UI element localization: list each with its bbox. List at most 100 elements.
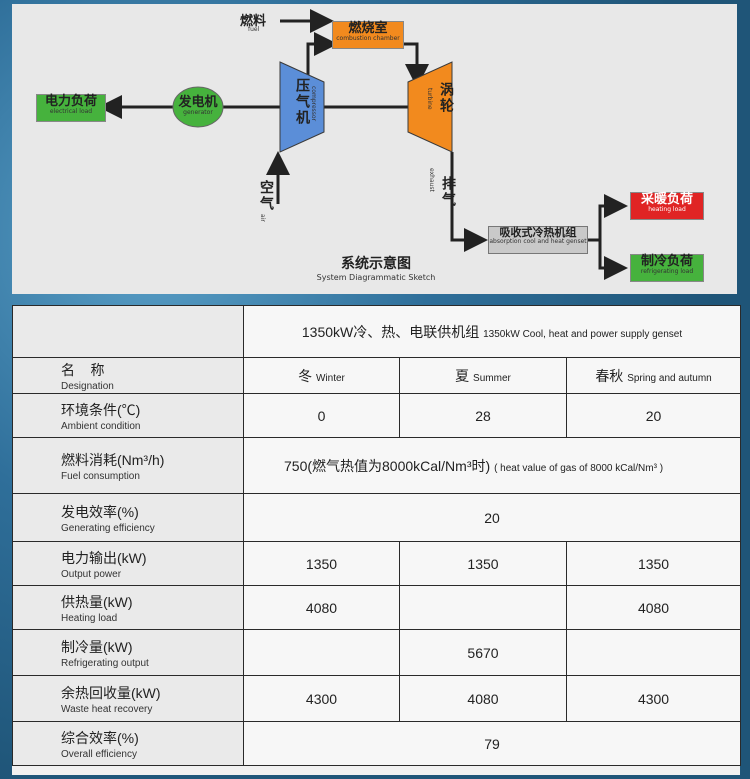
table-row: 综合效率(%) Overall efficiency 79	[12, 721, 742, 766]
table-row: 余热回收量(kW)Waste heat recovery 4300 4080 4…	[12, 675, 742, 722]
combustion-zh: 燃烧室	[348, 21, 388, 36]
turbine-en: turbine	[426, 88, 433, 110]
exhaust-en: exhaust	[428, 168, 435, 192]
cell-value: 0	[243, 393, 400, 438]
season-winter: 冬 Winter	[243, 357, 400, 394]
table-row: 供热量(kW) Heating load 4080 4080	[12, 585, 742, 630]
row-label: 余热回收量(kW) Waste heat recovery	[12, 675, 244, 722]
season-en: Summer	[473, 372, 511, 384]
heating-load-zh: 采暖负荷	[640, 192, 693, 207]
row-label-zh: 发电效率(%)	[61, 503, 139, 520]
row-label-zh: 综合效率(%)	[61, 729, 139, 746]
air-zh: 空气	[258, 180, 274, 212]
genset-header: 1350kW冷、热、电联供机组 1350kW Cool, heat and po…	[242, 305, 742, 358]
table-row: 燃料消耗(Nm³/h) Fuel consumption 750(燃气热值为800…	[12, 437, 742, 494]
fuel-en: fuel	[248, 26, 260, 33]
refrigerating-load-en: refrigerating load	[640, 268, 694, 275]
row-label-en: Waste heat recovery	[61, 703, 153, 715]
cell-value	[565, 629, 742, 676]
row-label-en: Fuel consumption	[61, 470, 140, 482]
spec-table: 1350kW冷、热、电联供机组 1350kW Cool, heat and po…	[12, 305, 742, 766]
season-zh: 春秋	[595, 367, 624, 384]
table-row: 电力输出(kW)Output power 1350 1350 1350	[12, 541, 742, 586]
row-label-zh: 余热回收量(kW)	[61, 684, 161, 701]
cell-value: 79	[242, 721, 742, 766]
row-label-zh: 制冷量(kW)	[61, 638, 133, 655]
diagram-title: 系统示意图 System Diagrammatic Sketch	[296, 257, 456, 282]
cell-value: 20	[565, 393, 742, 438]
generator-zh: 发电机	[178, 95, 218, 110]
season-zh: 冬	[298, 367, 313, 384]
chiller-box: 吸收式冷热机组 absorption cool and heat genset	[488, 226, 588, 254]
row-label: 发电效率(%) Generating efficiency	[12, 493, 244, 542]
spec-table-wrapper: 1350kW冷、热、电联供机组 1350kW Cool, heat and po…	[12, 305, 742, 775]
exhaust-zh: 排气	[440, 176, 456, 208]
row-label: 电力输出(kW)Output power	[12, 541, 244, 586]
combustion-chamber-box: 燃烧室 combustion chamber	[332, 21, 404, 49]
row-label: 制冷量(kW) Refrigerating output	[12, 629, 244, 676]
row-label-en: Output power	[61, 568, 122, 580]
genset-header-zh: 1350kW冷、热、电联供机组	[301, 323, 480, 340]
refrigerating-load-zh: 制冷负荷	[640, 254, 693, 269]
table-row: 制冷量(kW)Refrigerating output 5670	[12, 629, 742, 676]
electrical-load-zh: 电力负荷	[44, 94, 97, 109]
row-label-en: Generating efficiency	[61, 522, 155, 534]
cell-value: 28	[399, 393, 567, 438]
arrow-to-refrigerating	[598, 240, 628, 280]
designation-zh: 名 称	[61, 361, 105, 378]
compressor-shape	[279, 61, 325, 153]
line-compressor-combustion	[306, 32, 338, 82]
chiller-zh: 吸收式冷热机组	[499, 226, 577, 239]
system-diagram: 电力负荷 electrical load 发电机 generator 压气机 c…	[12, 4, 737, 294]
fuel-zh: 燃料	[240, 14, 267, 29]
row-label-en: Ambient condition	[61, 420, 141, 432]
row-label-zh: 燃料消耗(Nm³/h)	[61, 451, 165, 468]
arrow-to-heating	[598, 194, 628, 240]
generator-label: 发电机 generator	[175, 96, 221, 116]
compressor-zh: 压气机	[294, 78, 310, 126]
row-label: 燃料消耗(Nm³/h) Fuel consumption	[12, 437, 244, 494]
generator-shape	[172, 86, 224, 128]
cell-value: 1350	[243, 541, 400, 586]
electrical-load-en: electrical load	[49, 108, 93, 115]
refrigerating-load-box: 制冷负荷 refrigerating load	[630, 254, 704, 282]
season-spring-autumn: 春秋 Spring and autumn	[565, 357, 742, 394]
season-en: Spring and autumn	[627, 372, 712, 384]
fuel-consumption-cell: 750(燃气热值为8000kCal/Nm³时) ( heat value of …	[242, 437, 742, 494]
combustion-en: combustion chamber	[336, 35, 400, 42]
row-label: 综合效率(%) Overall efficiency	[12, 721, 244, 766]
row-label-zh: 供热量(kW)	[61, 593, 133, 610]
row-label: 环境条件(℃) Ambient condition	[12, 393, 244, 438]
blank-cell	[12, 305, 244, 358]
season-zh: 夏	[455, 367, 470, 384]
electrical-load-box: 电力负荷 electrical load	[36, 94, 106, 122]
genset-header-en: 1350kW Cool, heat and power supply gense…	[483, 328, 683, 340]
turbine-shape	[407, 61, 453, 153]
season-summer: 夏 Summer	[399, 357, 567, 394]
fuel-consumption-note: ( heat value of gas of 8000 kCal/Nm³ )	[494, 462, 664, 474]
line-combustion-turbine	[402, 42, 429, 88]
cell-value	[399, 585, 567, 630]
cell-value: 4300	[243, 675, 400, 722]
heating-load-box: 采暖负荷 heating load	[630, 192, 704, 220]
designation-cell: 名 称 Designation	[12, 357, 244, 394]
generator-en: generator	[183, 109, 213, 116]
cell-value	[243, 629, 400, 676]
cell-value: 20	[242, 493, 742, 542]
table-row: 名 称 Designation 冬 Winter 夏 Summer 春秋 Spr…	[12, 357, 742, 394]
diagram-title-en: System Diagrammatic Sketch	[316, 273, 436, 282]
cell-value: 1350	[565, 541, 742, 586]
diagram-lines	[98, 9, 628, 280]
row-label-en: Overall efficiency	[61, 748, 137, 760]
air-en: air	[259, 214, 266, 222]
cell-value: 1350	[399, 541, 567, 586]
row-label-en: Refrigerating output	[61, 657, 149, 669]
table-row: 发电效率(%) Generating efficiency 20	[12, 493, 742, 542]
compressor-en: compressor	[310, 86, 317, 122]
row-label-en: Heating load	[61, 612, 118, 624]
designation-en: Designation	[61, 380, 114, 392]
cell-value: 4080	[565, 585, 742, 630]
fuel-consumption-value: 750(燃气热值为8000kCal/Nm³时)	[284, 457, 491, 474]
cell-value: 4080	[243, 585, 400, 630]
row-label-zh: 环境条件(℃)	[61, 401, 141, 418]
